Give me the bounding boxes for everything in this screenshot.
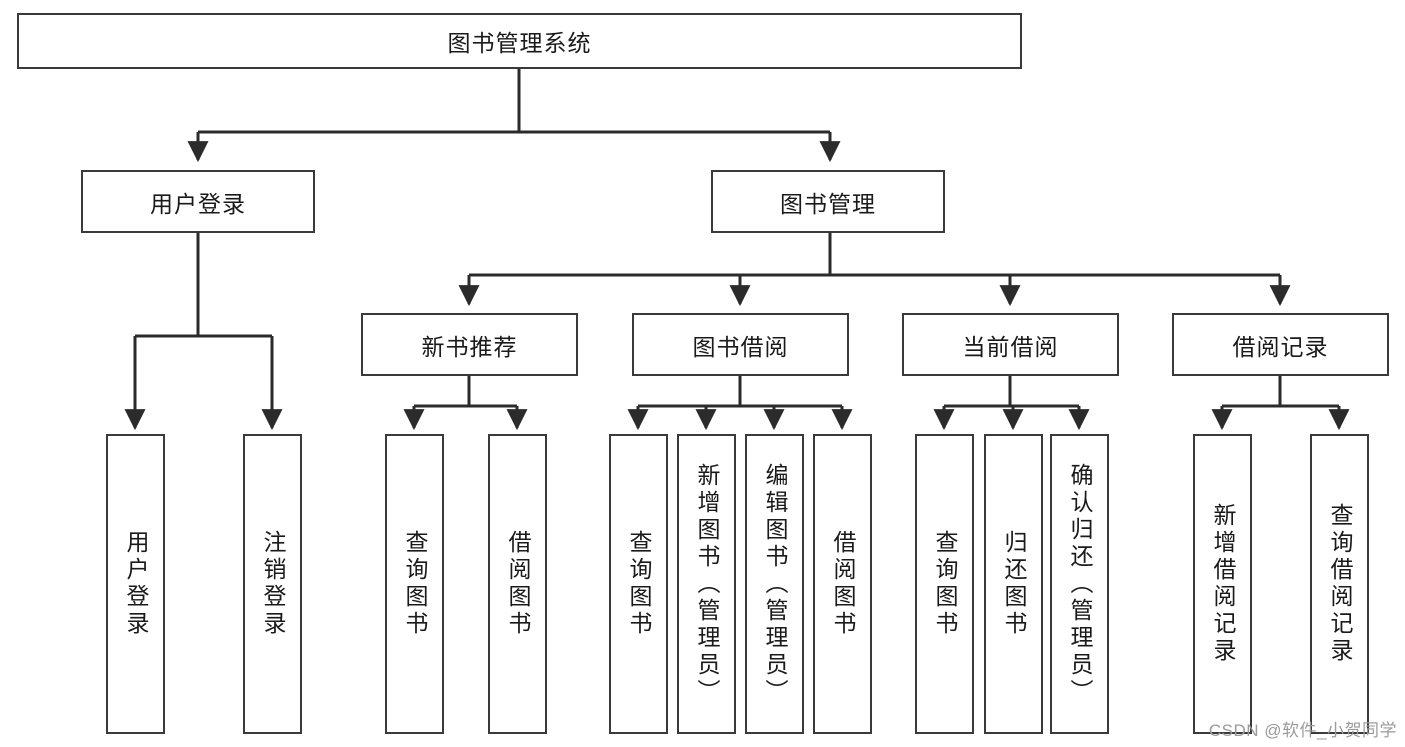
leaf-label: 查询图书 bbox=[932, 530, 958, 638]
node-new-book-recommend[interactable]: 新书推荐 bbox=[361, 313, 578, 376]
leaf-label: 借阅图书 bbox=[830, 530, 856, 638]
node-root-label: 图书管理系统 bbox=[447, 30, 592, 56]
node-book-borrow[interactable]: 图书借阅 bbox=[632, 313, 849, 376]
leaf-current-query-book[interactable]: 查询图书 bbox=[915, 434, 974, 734]
leaf-label: 新增借阅记录 bbox=[1210, 503, 1236, 665]
leaf-borrow-query-book[interactable]: 查询图书 bbox=[609, 434, 668, 734]
leaf-current-confirm-return-admin[interactable]: 确认归还（管理员） bbox=[1050, 434, 1109, 734]
node-current-borrow[interactable]: 当前借阅 bbox=[902, 313, 1119, 376]
leaf-label: 查询图书 bbox=[626, 530, 652, 638]
node-current-borrow-label: 当前借阅 bbox=[962, 333, 1059, 360]
node-borrow-record-label: 借阅记录 bbox=[1232, 333, 1329, 360]
node-user-login[interactable]: 用户登录 bbox=[81, 170, 315, 233]
leaf-label: 新增图书（管理员） bbox=[694, 462, 720, 706]
leaf-new-book-query[interactable]: 查询图书 bbox=[385, 434, 444, 734]
leaf-current-return-book[interactable]: 归还图书 bbox=[984, 434, 1043, 734]
leaf-new-book-borrow[interactable]: 借阅图书 bbox=[488, 434, 547, 734]
leaf-record-query[interactable]: 查询借阅记录 bbox=[1310, 434, 1369, 734]
leaf-borrow-add-book-admin[interactable]: 新增图书（管理员） bbox=[677, 434, 736, 734]
leaf-label: 借阅图书 bbox=[505, 530, 531, 638]
leaf-borrow-edit-book-admin[interactable]: 编辑图书（管理员） bbox=[745, 434, 804, 734]
leaf-label: 编辑图书（管理员） bbox=[762, 462, 788, 706]
leaf-borrow-borrow-book[interactable]: 借阅图书 bbox=[813, 434, 872, 734]
leaf-label: 注销登录 bbox=[260, 530, 286, 638]
node-book-management[interactable]: 图书管理 bbox=[711, 170, 945, 233]
watermark: CSDN @软件_小贺同学 bbox=[1208, 721, 1397, 740]
leaf-user-login-login[interactable]: 用户登录 bbox=[106, 434, 165, 734]
leaf-label: 查询图书 bbox=[402, 530, 428, 638]
node-root[interactable]: 图书管理系统 bbox=[17, 13, 1022, 69]
leaf-label: 用户登录 bbox=[123, 530, 149, 638]
node-book-borrow-label: 图书借阅 bbox=[692, 333, 789, 360]
node-user-login-label: 用户登录 bbox=[150, 190, 246, 217]
node-book-management-label: 图书管理 bbox=[780, 190, 876, 217]
leaf-label: 确认归还（管理员） bbox=[1067, 462, 1093, 706]
leaf-record-add[interactable]: 新增借阅记录 bbox=[1193, 434, 1252, 734]
node-new-book-recommend-label: 新书推荐 bbox=[421, 333, 518, 360]
leaf-label: 查询借阅记录 bbox=[1327, 503, 1353, 665]
node-borrow-record[interactable]: 借阅记录 bbox=[1172, 313, 1389, 376]
leaf-user-login-logout[interactable]: 注销登录 bbox=[243, 434, 302, 734]
leaf-label: 归还图书 bbox=[1001, 530, 1027, 638]
